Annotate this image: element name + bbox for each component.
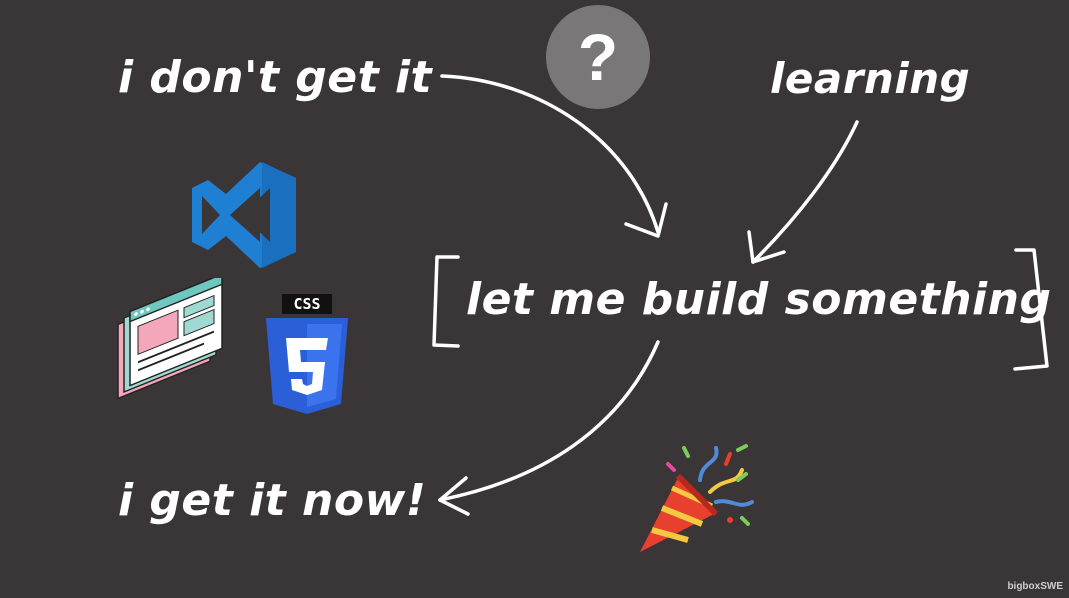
arrow-now-head	[438, 476, 470, 516]
bracket-right	[1013, 248, 1049, 371]
arrow-learning-head	[747, 230, 786, 264]
party-popper-icon	[640, 444, 754, 552]
css-badge-label: CSS	[282, 294, 332, 314]
arrow-dont-to-build	[440, 74, 660, 234]
arrow-dont-head	[624, 202, 668, 238]
question-mark-icon: ?	[546, 5, 650, 109]
label-learning: learning	[770, 54, 971, 103]
bracket-left	[432, 255, 460, 348]
vscode-icon	[192, 162, 296, 268]
question-mark-glyph: ?	[577, 20, 619, 94]
watermark: bigboxSWE	[1007, 581, 1063, 592]
webpage-wireframe-icon	[117, 278, 223, 400]
css3-icon: CSS	[264, 294, 350, 416]
label-build-something: let me build something	[466, 274, 1052, 325]
label-get-it-now: i get it now!	[118, 475, 427, 526]
arrow-build-to-now	[438, 340, 660, 502]
label-dont-get-it: i don't get it	[118, 52, 433, 103]
arrow-learning-to-build	[751, 120, 859, 264]
